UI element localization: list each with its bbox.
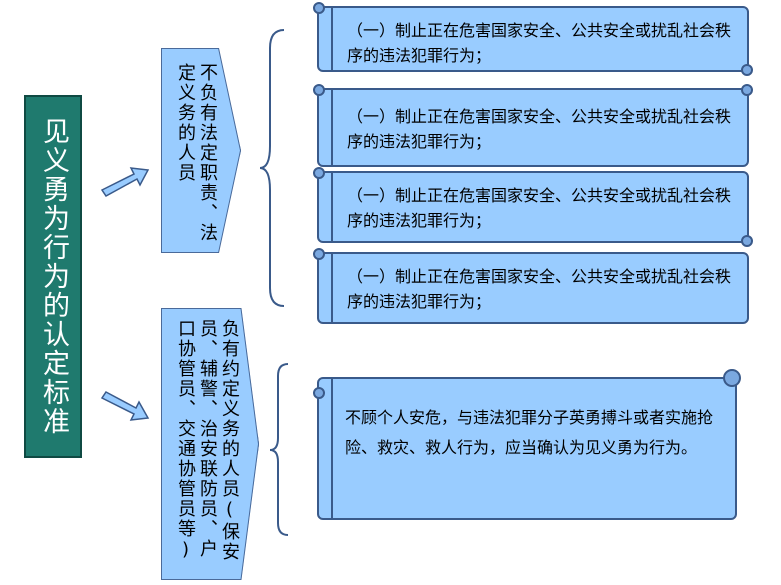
scroll-roll-icon bbox=[313, 248, 325, 260]
category-no-duty-outline bbox=[161, 48, 241, 253]
scroll-roll-icon bbox=[313, 387, 325, 399]
scroll-roll-icon bbox=[741, 64, 753, 76]
scroll-roll-icon bbox=[313, 84, 325, 96]
criterion-scroll-5: 不顾个人安危，与违法犯罪分子英勇搏斗或者实施抢险、救灾、救人行为，应当确认为见义… bbox=[313, 369, 741, 520]
brace-group1-icon bbox=[258, 28, 288, 308]
scroll-roll-icon bbox=[741, 84, 753, 96]
criterion-text-1: （一）制止正在危害国家安全、公共安全或扰乱社会秩序的违法犯罪行为； bbox=[347, 21, 732, 65]
arrow-up-right-icon bbox=[98, 160, 158, 200]
category-no-duty-label: 不负有法定职责、法定义务的人员 bbox=[175, 63, 218, 243]
criterion-text-4: （一）制止正在危害国家安全、公共安全或扰乱社会秩序的违法犯罪行为； bbox=[347, 267, 732, 311]
category-contract-duty-text: 负有约定义务的人员(保安员、辅警、治安联防员、户口协管员、交通协管员等) bbox=[174, 319, 240, 574]
criterion-text-2: （一）制止正在危害国家安全、公共安全或扰乱社会秩序的违法犯罪行为； bbox=[347, 107, 732, 151]
root-label: 见义勇为行为的认定标准 bbox=[38, 117, 69, 436]
criterion-scroll-2: （一）制止正在危害国家安全、公共安全或扰乱社会秩序的违法犯罪行为； bbox=[313, 84, 753, 167]
scroll-roll-icon bbox=[723, 369, 741, 387]
category-contract-duty-label: 负有约定义务的人员 bbox=[219, 319, 240, 499]
criterion-scroll-4: （一）制止正在危害国家安全、公共安全或扰乱社会秩序的违法犯罪行为； bbox=[313, 248, 749, 324]
arrow-down-right-icon bbox=[98, 388, 158, 428]
criterion-text-3: （一）制止正在危害国家安全、公共安全或扰乱社会秩序的违法犯罪行为； bbox=[347, 186, 732, 230]
criterion-scroll-3: （一）制止正在危害国家安全、公共安全或扰乱社会秩序的违法犯罪行为； bbox=[313, 167, 753, 247]
scroll-roll-icon bbox=[741, 235, 753, 247]
scroll-roll-icon bbox=[313, 167, 325, 179]
category-contract-duty-outline bbox=[161, 308, 259, 580]
root-node: 见义勇为行为的认定标准 bbox=[24, 95, 82, 458]
category-contract-duty-sublabel: (保安员、辅警、治安联防员、户口协管员、交通协管员等) bbox=[175, 319, 240, 562]
criterion-scroll-1: （一）制止正在危害国家安全、公共安全或扰乱社会秩序的违法犯罪行为； bbox=[313, 2, 753, 76]
scroll-roll-icon bbox=[313, 2, 325, 14]
brace-group2-icon bbox=[268, 362, 292, 537]
criterion-text-5: 不顾个人安危，与违法犯罪分子英勇搏斗或者实施抢险、救灾、救人行为，应当确认为见义… bbox=[345, 408, 714, 457]
